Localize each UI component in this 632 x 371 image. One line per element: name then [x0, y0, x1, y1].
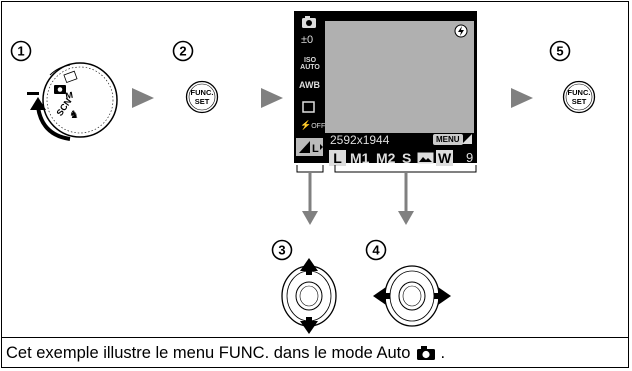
auto-mode-camera-icon	[416, 345, 436, 366]
svg-text:♞: ♞	[69, 108, 79, 121]
svg-text:5: 5	[556, 44, 563, 59]
resolution-icon[interactable]: L	[296, 138, 323, 156]
resolution-readout: 2592x1944	[330, 133, 390, 147]
svg-text:2: 2	[179, 44, 186, 59]
size-option-m1[interactable]: M1	[350, 150, 370, 166]
white-balance-auto-icon: AWB	[299, 80, 320, 90]
func-set-button[interactable]: FUNC. SET	[185, 80, 219, 114]
postcard-icon[interactable]	[417, 152, 434, 164]
drive-mode-icon	[302, 101, 315, 113]
caption-period: .	[440, 344, 446, 362]
iso-auto-icon: ISO AUTO	[300, 57, 320, 71]
step-4-marker: 4	[365, 239, 387, 261]
step-5-marker: 5	[549, 40, 571, 62]
svg-text:M: M	[65, 90, 74, 101]
svg-text:3: 3	[278, 243, 285, 258]
func-set-button[interactable]: FUNC. SET	[562, 80, 596, 114]
svg-text:4: 4	[372, 243, 380, 258]
quality-icon	[462, 134, 472, 144]
mode-dial-icon: M SCN ♞	[27, 62, 118, 141]
caption-divider	[1, 337, 629, 338]
camera-icon	[302, 16, 316, 28]
size-option-l[interactable]: L	[329, 150, 346, 166]
func-menu-column[interactable]: ±0 ISO AUTO AWB ⚡OFF L	[294, 11, 325, 163]
arrow-right-icon	[511, 88, 533, 108]
remaining-shots: 9	[466, 150, 474, 165]
svg-text:L: L	[312, 143, 319, 155]
lcd-preview-area	[325, 21, 474, 133]
control-pad-up-down-icon[interactable]	[278, 255, 340, 335]
caption: Cet exemple illustre le menu FUNC. dans …	[6, 343, 445, 366]
control-pad-left-right-icon[interactable]	[370, 255, 454, 335]
flash-off-indicator-icon	[454, 24, 468, 38]
step-3-marker: 3	[271, 239, 293, 261]
size-option-m2[interactable]: M2	[376, 150, 396, 166]
step-2-marker: 2	[172, 40, 194, 62]
arrow-right-icon	[132, 88, 154, 108]
step-1-marker: 1	[10, 40, 32, 62]
svg-text:1: 1	[17, 44, 24, 59]
size-option-w[interactable]: W	[436, 150, 454, 166]
set-label: SET	[571, 97, 587, 106]
exposure-compensation-icon: ±0	[301, 34, 314, 46]
lcd-screen: ±0 ISO AUTO AWB ⚡OFF L 2592x1944 MENU L …	[294, 11, 477, 166]
flash-off-icon: ⚡OFF	[300, 120, 326, 130]
menu-badge: MENU	[433, 134, 463, 145]
arrow-right-icon	[261, 88, 283, 108]
set-label: SET	[194, 97, 210, 106]
bracket-connectors	[296, 165, 477, 225]
func-label: FUNC.	[567, 88, 591, 97]
caption-text: Cet exemple illustre le menu FUNC. dans …	[6, 344, 411, 362]
func-label: FUNC.	[190, 88, 214, 97]
size-option-s[interactable]: S	[402, 150, 412, 166]
